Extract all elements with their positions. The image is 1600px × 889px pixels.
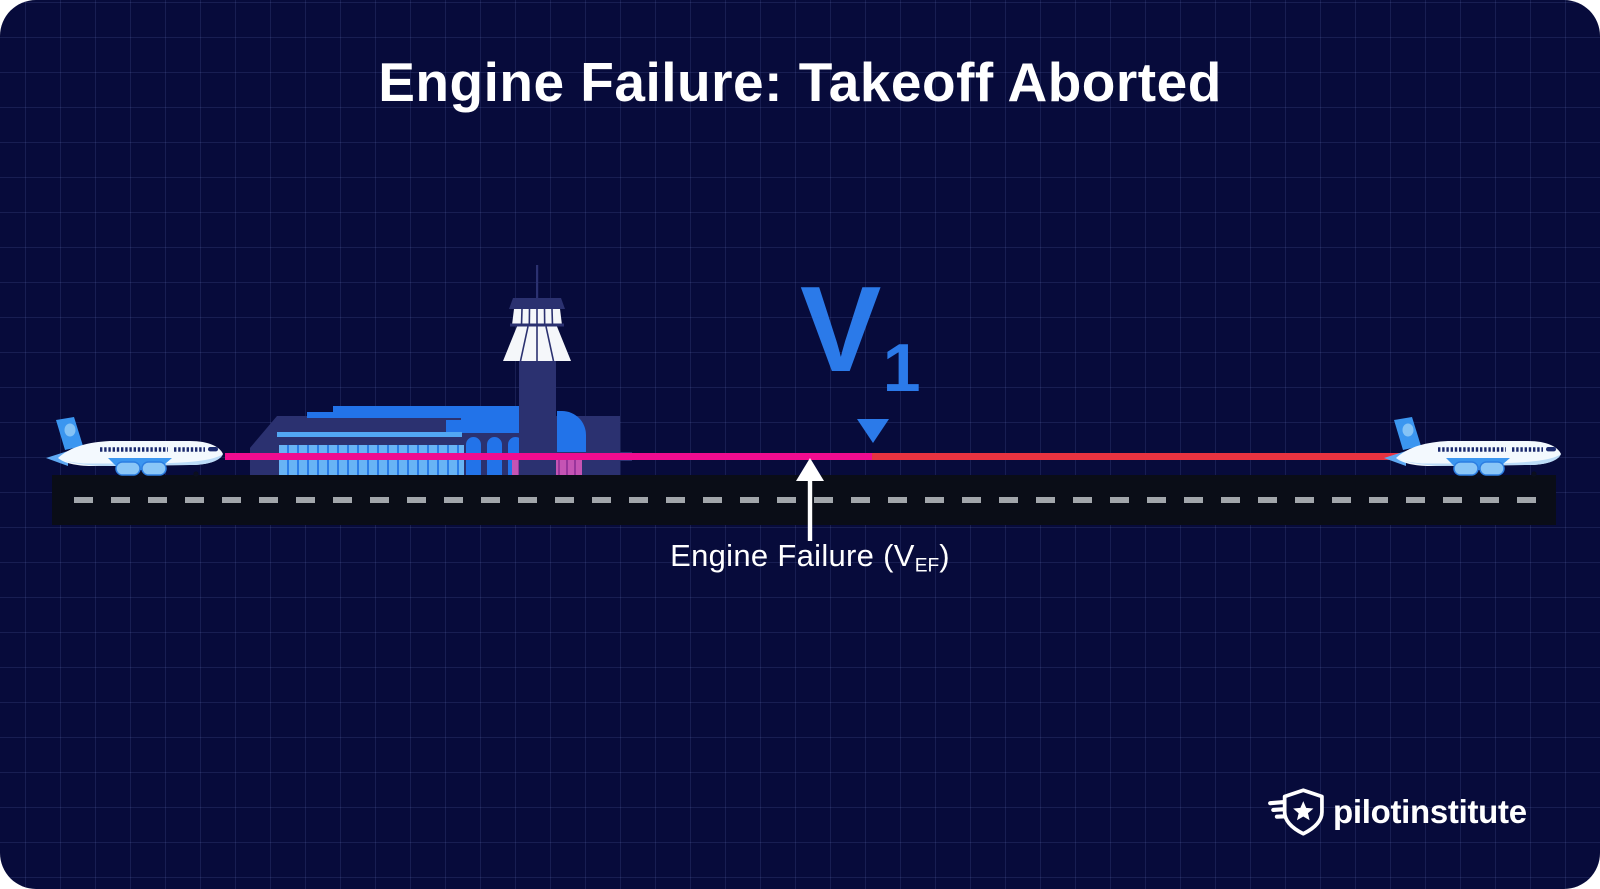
terminal-windows [279, 445, 464, 475]
page-title: Engine Failure: Takeoff Aborted [378, 51, 1222, 113]
terminal-roof-block [446, 420, 462, 433]
control-tower-icon [503, 265, 571, 361]
engine-failure-arrow-icon [796, 458, 824, 541]
logo-text: pilotinstitute [1333, 793, 1527, 830]
airplane-side-icon [1384, 417, 1561, 478]
airplane-side-icon [46, 417, 223, 478]
v1-label: V1 [800, 268, 921, 402]
terminal-roof-right [461, 406, 522, 433]
vef-subscript: EF [914, 555, 940, 577]
terminal-roof-step [307, 412, 335, 418]
acceleration-line [225, 453, 872, 460]
v1-letter: V [800, 261, 882, 397]
v1-subscript: 1 [882, 330, 921, 407]
engine-failure-label: Engine Failure (VEF) [670, 538, 950, 577]
deceleration-line [872, 453, 1403, 460]
v1-pointer-triangle-icon [857, 419, 889, 443]
terminal-light-stripe [277, 432, 462, 437]
terminal-roof-band [333, 406, 461, 418]
winged-shield-star-icon [1268, 788, 1324, 836]
brand-logo: pilotinstitute [1266, 786, 1527, 838]
